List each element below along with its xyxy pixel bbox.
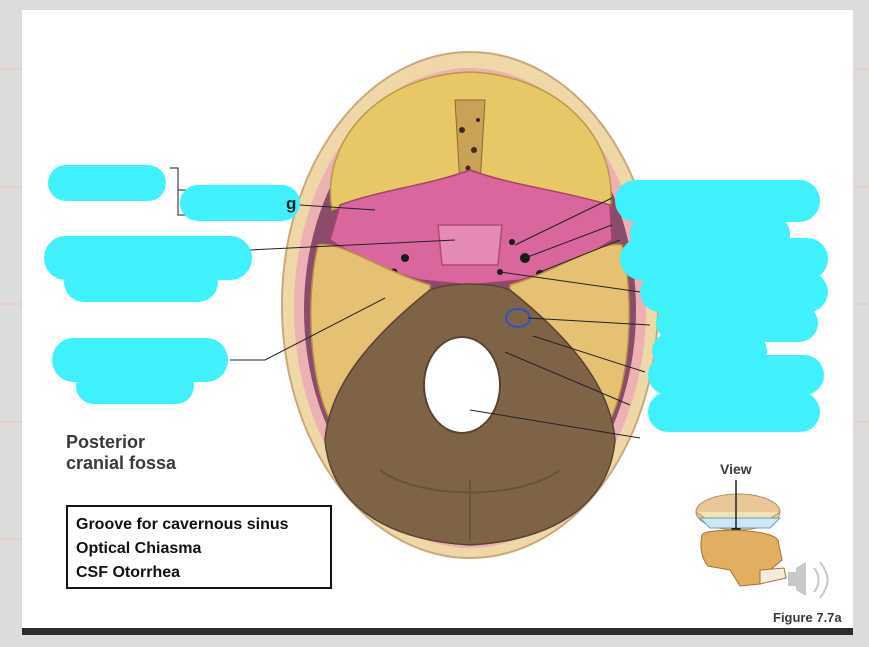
edge-tick xyxy=(0,303,22,305)
notes-line: CSF Otorrhea xyxy=(76,564,181,581)
edge-tick xyxy=(853,421,869,423)
figure-caption: Figure 7.7a xyxy=(773,610,842,625)
view-orientation-icon xyxy=(695,480,829,599)
view-label: View xyxy=(720,461,752,477)
leader-lines xyxy=(170,167,651,439)
edge-tick xyxy=(0,538,22,540)
notes-line: Optical Chiasma xyxy=(76,540,202,557)
notes-line: Groove for cavernous sinus xyxy=(76,516,289,533)
foramen-magnum xyxy=(423,336,501,434)
fossa-label-text: Posterior cranial fossa xyxy=(66,432,177,473)
sella-turcica xyxy=(437,224,503,266)
edge-tick xyxy=(0,186,22,188)
edge-tick xyxy=(853,186,869,188)
edge-tick xyxy=(853,303,869,305)
edge-tick xyxy=(0,421,22,423)
edge-tick xyxy=(853,68,869,70)
posterior-cranial-fossa-label: Posterior cranial fossa xyxy=(66,432,226,474)
notes-box: Groove for cavernous sinus Optical Chias… xyxy=(66,505,332,589)
redaction-blobs xyxy=(44,165,828,432)
partial-label-letter: g xyxy=(286,194,297,213)
edge-tick xyxy=(0,68,22,70)
slide-bottom-bar xyxy=(22,628,853,635)
